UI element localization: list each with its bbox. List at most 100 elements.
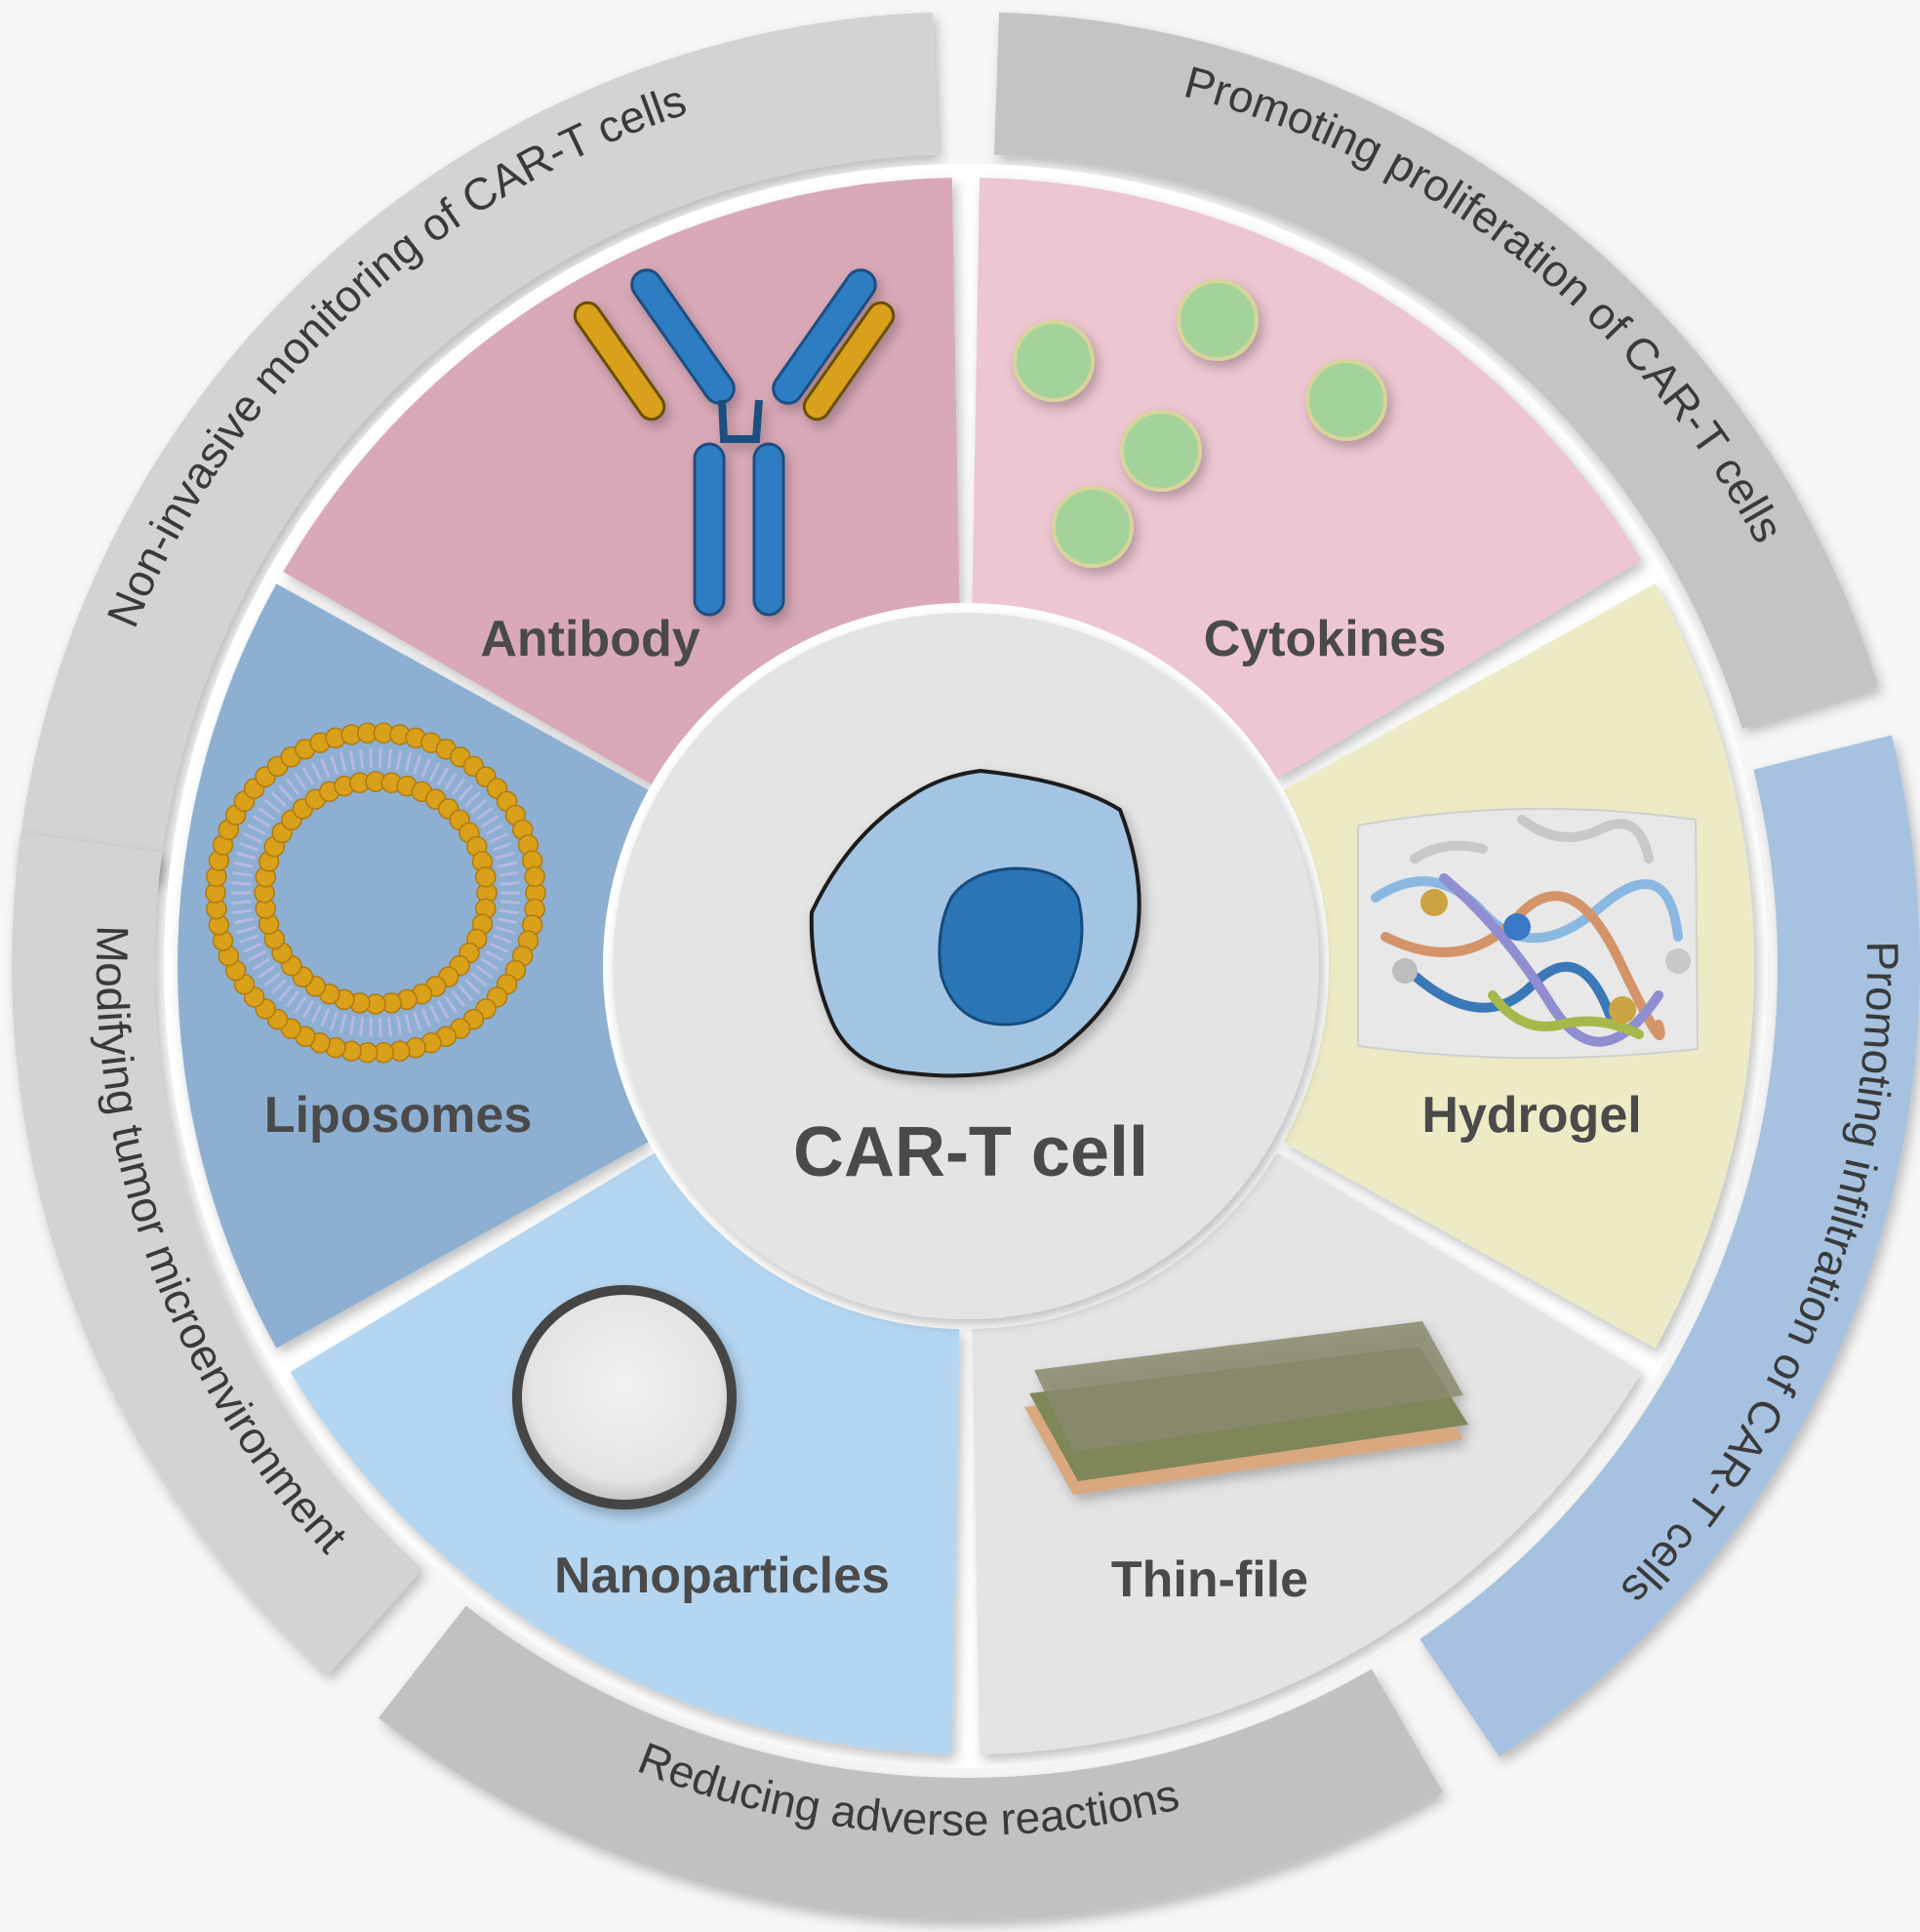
- lipid-tail: [500, 881, 520, 886]
- lipid-tail: [263, 972, 281, 987]
- lipid-tail: [497, 917, 518, 925]
- lipid-tail: [293, 772, 307, 790]
- lipid-tail: [413, 1011, 422, 1031]
- lipid-tail: [386, 1017, 392, 1037]
- lipid-tail: [480, 957, 500, 971]
- lipid-tail: [236, 925, 257, 935]
- lipid-tail: [489, 942, 508, 953]
- antibody-icon: [573, 268, 896, 617]
- lipid-tail: [252, 815, 271, 828]
- lipid-tail: [369, 748, 374, 769]
- lipid-tail: [247, 949, 266, 962]
- lipid-tail: [232, 908, 253, 915]
- segment-label-hydrogel: Hydrogel: [1421, 1087, 1641, 1144]
- lipid-tail: [263, 798, 281, 814]
- lipid-tail: [329, 754, 339, 775]
- lipid-tail: [359, 748, 365, 769]
- lipid-tail: [301, 767, 315, 785]
- lipid-tail: [329, 1011, 339, 1031]
- segment-label-thin-film: Thin-file: [1111, 1551, 1308, 1608]
- lipid-tail: [428, 1004, 441, 1024]
- lipid-tail: [497, 861, 518, 868]
- lipid-tail: [247, 824, 266, 836]
- lipid-tail: [231, 900, 252, 905]
- lipid-tail: [239, 841, 260, 852]
- lipid-tail: [232, 870, 253, 877]
- ring-arc-promoting-infiltration: [1420, 735, 1920, 1757]
- lipid-tail: [470, 798, 488, 814]
- lipid-tail: [451, 989, 466, 1008]
- lipid-head: [524, 865, 545, 888]
- lipid-tail: [475, 806, 494, 821]
- car-t-cell-icon: [809, 768, 1141, 1078]
- lipid-tail: [451, 778, 466, 796]
- lipid-tail: [413, 754, 422, 775]
- segment-label-liposomes: Liposomes: [264, 1087, 533, 1144]
- lipid-tail: [404, 752, 413, 773]
- lipid-tail: [348, 749, 356, 771]
- ring-arc-promoting-proliferation: [994, 12, 1879, 729]
- lipid-tail: [270, 791, 287, 808]
- lipid-tail: [243, 832, 262, 844]
- lipid-tail: [348, 1015, 356, 1036]
- liposome-icon: [205, 722, 546, 1064]
- lipid-tail: [320, 1008, 331, 1027]
- segment-antibody[interactable]: [283, 178, 960, 785]
- lipid-tail: [243, 942, 262, 953]
- lipid-tail: [339, 1013, 347, 1033]
- lipid-tail: [464, 978, 481, 994]
- lipid-tail: [485, 949, 504, 962]
- lipid-tail: [369, 1017, 374, 1037]
- lipid-tail: [285, 989, 300, 1008]
- ring-arc-reducing-adverse-reactions: [378, 1605, 1444, 1920]
- lipid-tail: [310, 762, 323, 782]
- hydrogel-network-icon: [1357, 807, 1700, 1060]
- lipid-tail: [499, 870, 519, 877]
- ring-arc-non-invasive-monitoring: [17, 12, 938, 882]
- lipid-tail: [444, 772, 459, 790]
- lipid-tail: [386, 748, 392, 769]
- lipid-tail: [492, 934, 512, 945]
- lipid-tail: [489, 832, 508, 844]
- lipid-tail: [420, 758, 431, 778]
- lipid-tail: [395, 749, 403, 771]
- segment-label-cytokines: Cytokines: [1204, 611, 1447, 667]
- lipid-tail: [395, 1015, 403, 1036]
- cytokine-dots-icon: [1013, 279, 1387, 568]
- lipid-tail: [500, 900, 520, 905]
- lipid-tail: [310, 1004, 323, 1024]
- lipid-tail: [301, 1000, 315, 1019]
- lipid-tail: [444, 995, 459, 1014]
- lipid-tail: [258, 965, 276, 980]
- segment-cytokines[interactable]: [972, 178, 1642, 780]
- lipid-tail: [470, 972, 488, 987]
- lipid-head: [475, 866, 497, 888]
- lipid-tail: [359, 1017, 365, 1037]
- lipid-tail: [458, 785, 474, 801]
- center-label: CAR-T cell: [793, 1113, 1148, 1191]
- segment-label-antibody: Antibody: [480, 611, 700, 667]
- lipid-tail: [492, 841, 512, 852]
- lipid-tail: [475, 965, 494, 980]
- lipid-tail: [277, 785, 294, 801]
- lipid-tail: [420, 1008, 431, 1027]
- lipid-tail: [436, 1000, 450, 1019]
- lipid-tail: [285, 778, 300, 796]
- segment-label-nanoparticles: Nanoparticles: [554, 1548, 890, 1604]
- lipid-tail: [233, 917, 255, 925]
- lipid-tail: [239, 934, 260, 945]
- lipid-tail: [258, 806, 276, 821]
- lipid-tail: [293, 995, 307, 1014]
- lipid-tail: [404, 1013, 413, 1033]
- lipid-tail: [499, 908, 519, 915]
- lipid-tail: [458, 985, 474, 1001]
- ring-arc-modifying-tumor-microenvironment: [12, 832, 423, 1675]
- outer-ring: [12, 12, 1920, 1920]
- lipid-tail: [436, 767, 450, 785]
- lipid-tail: [270, 978, 287, 994]
- lipid-tail: [277, 985, 294, 1001]
- lipid-tail: [233, 861, 255, 868]
- thin-film-layers-icon: [1024, 1321, 1468, 1495]
- lipid-tail: [339, 752, 347, 773]
